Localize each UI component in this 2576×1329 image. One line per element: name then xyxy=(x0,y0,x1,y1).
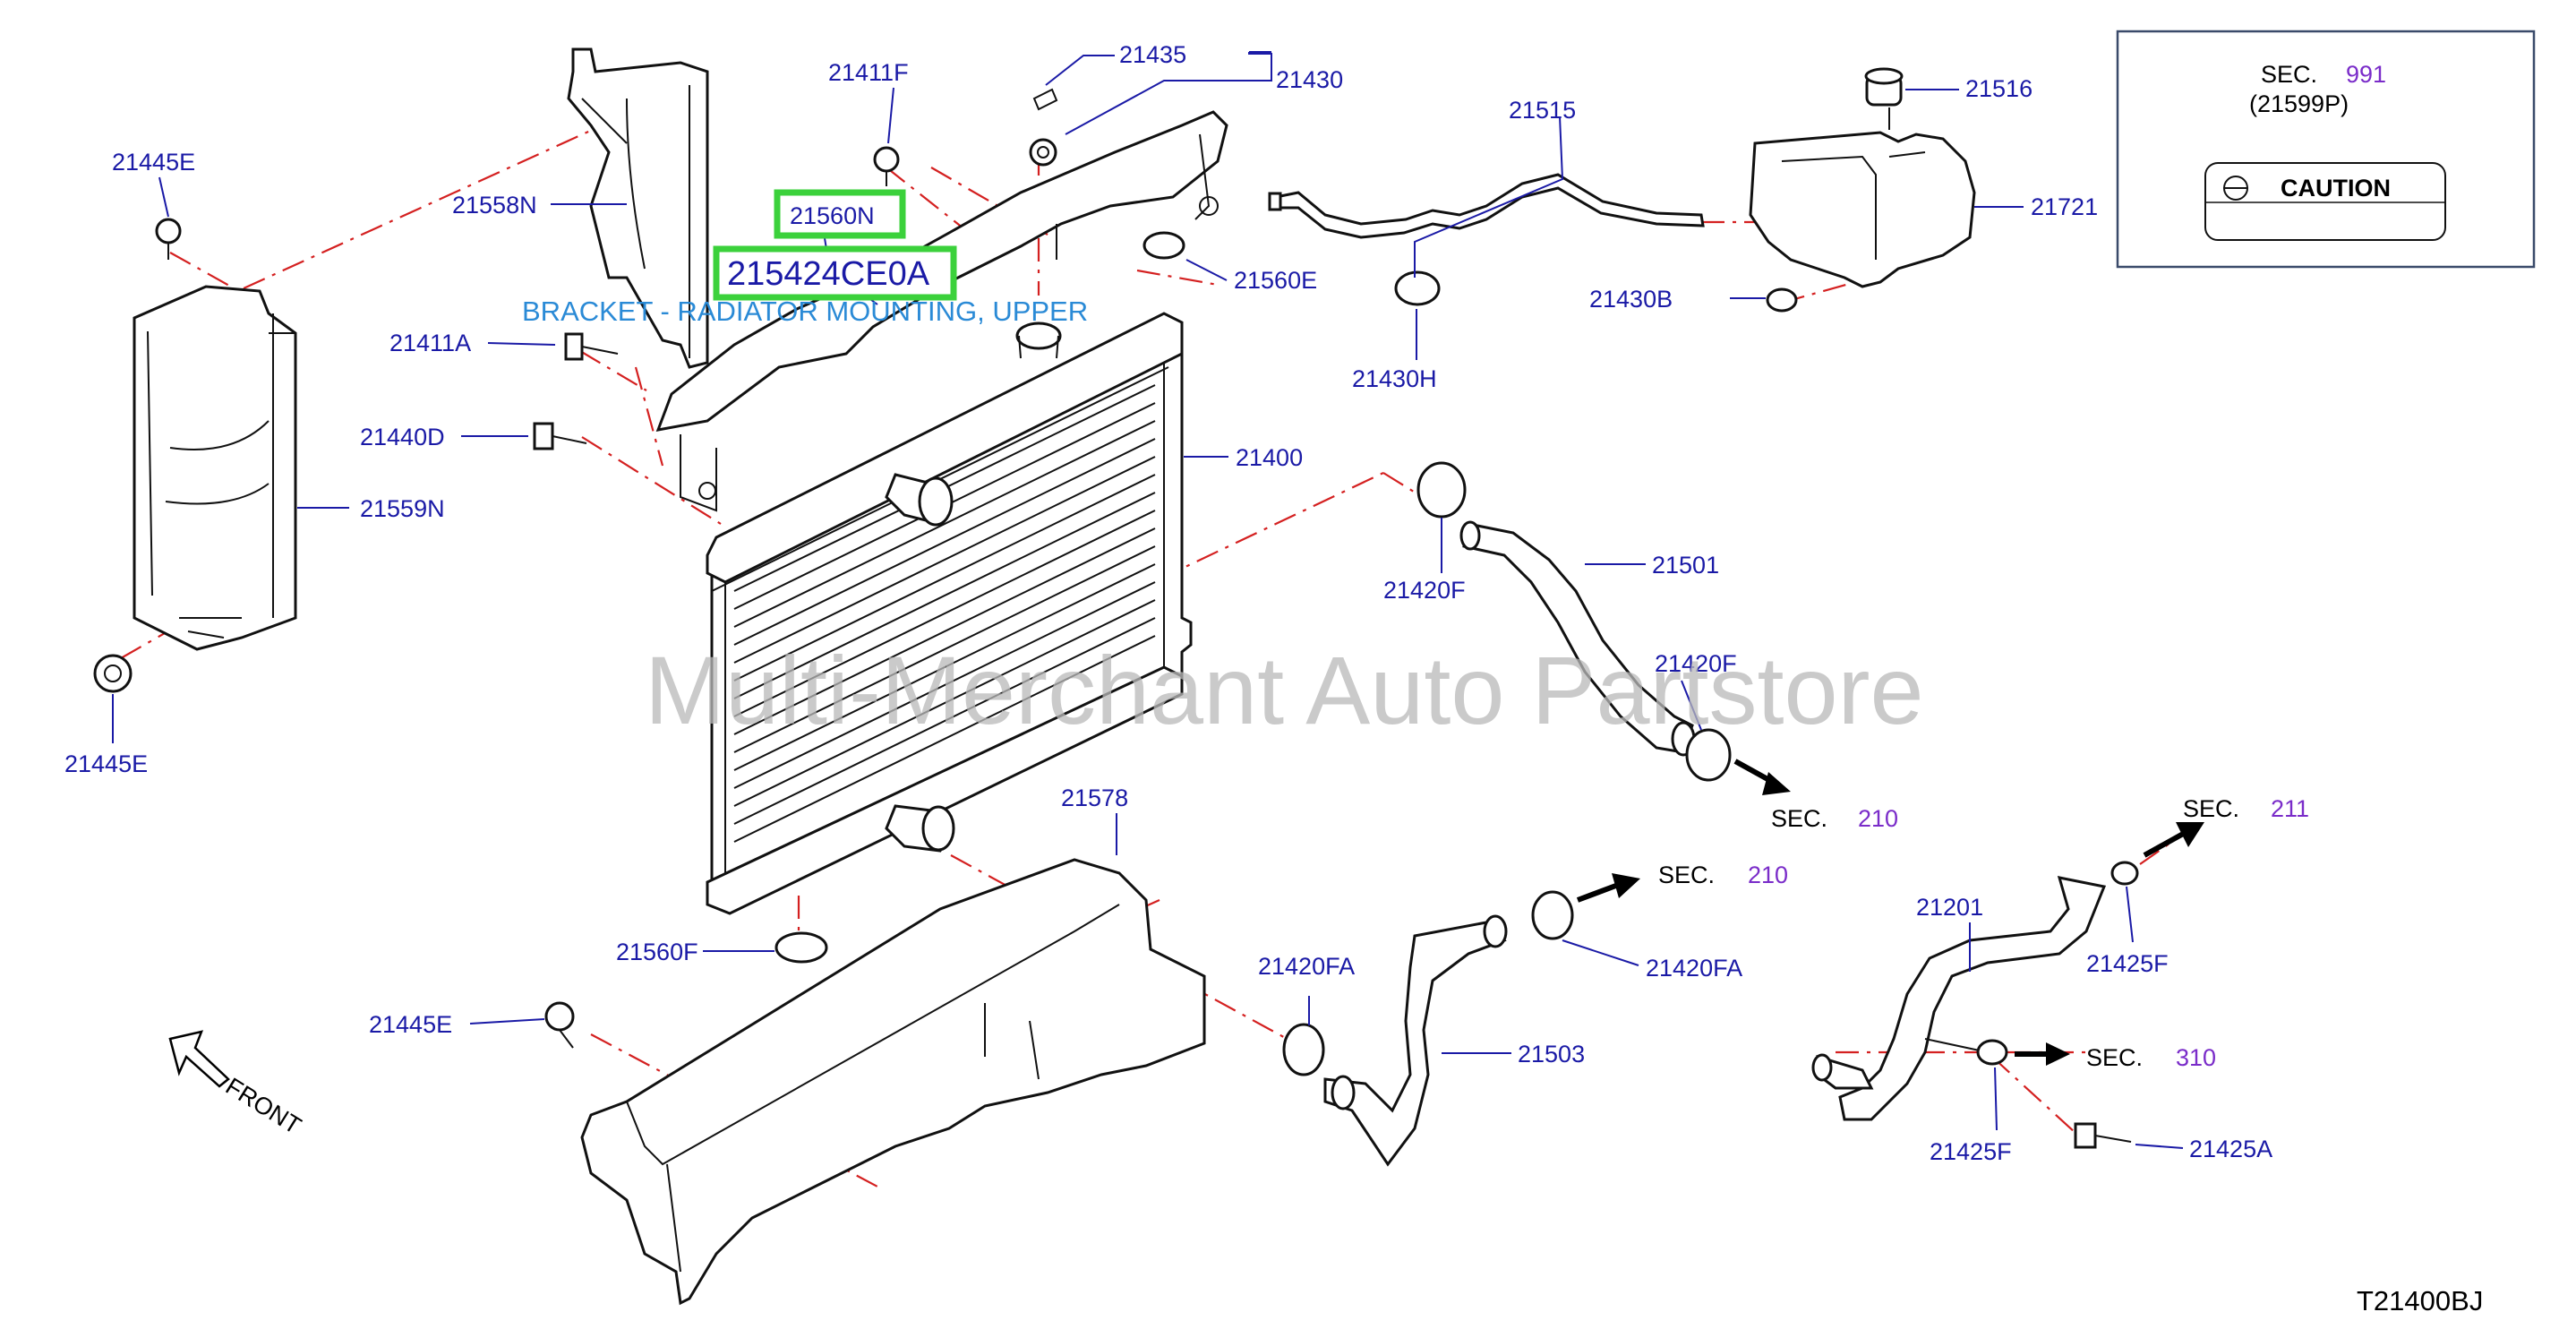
sec-word-211: SEC. xyxy=(2183,795,2239,822)
sec-word-210-b: SEC. xyxy=(1658,862,1715,888)
sec-num-210-a[interactable]: 210 xyxy=(1858,805,1898,832)
air-guide-21559N[interactable] xyxy=(133,285,297,651)
label-21420FA-b[interactable]: 21420FA xyxy=(1646,955,1742,982)
front-label: FRONT xyxy=(221,1073,306,1140)
label-21503[interactable]: 21503 xyxy=(1518,1041,1585,1067)
label-21558N[interactable]: 21558N xyxy=(452,192,537,219)
reservoir-tank-21721[interactable] xyxy=(1749,67,1976,288)
label-21425F-b[interactable]: 21425F xyxy=(1930,1138,2012,1165)
label-21440D[interactable]: 21440D xyxy=(360,424,445,450)
diagram-code: T21400BJ xyxy=(2357,1285,2483,1316)
caution-sec-num[interactable]: 991 xyxy=(2346,61,2386,88)
label-21445E-bottom[interactable]: 21445E xyxy=(369,1011,452,1038)
label-21430H[interactable]: 21430H xyxy=(1352,365,1437,392)
watermark: Multi-Merchant Auto Partstore xyxy=(645,636,1924,744)
label-21501[interactable]: 21501 xyxy=(1652,552,1719,579)
sec-num-211[interactable]: 211 xyxy=(2271,795,2309,822)
sec-num-310[interactable]: 310 xyxy=(2176,1044,2216,1071)
caution-box[interactable]: SEC. 991 (21599P) CAUTION xyxy=(2116,30,2536,269)
caution-sec-word: SEC. xyxy=(2261,61,2317,88)
label-21445E-left[interactable]: 21445E xyxy=(64,750,148,777)
label-21721[interactable]: 21721 xyxy=(2031,193,2098,220)
label-21445E-top[interactable]: 21445E xyxy=(112,149,195,176)
label-21578[interactable]: 21578 xyxy=(1061,785,1128,811)
lower-air-guide-21578[interactable] xyxy=(580,858,1206,1306)
radiator-core-21400[interactable] xyxy=(706,312,1193,915)
bracket-description: BRACKET - RADIATOR MOUNTING, UPPER xyxy=(522,296,1088,327)
section-arrows xyxy=(1576,759,2204,1066)
label-21411F[interactable]: 21411F xyxy=(828,59,909,86)
label-21559N[interactable]: 21559N xyxy=(360,495,445,522)
fasteners xyxy=(93,88,2139,1149)
highlighted-labels: 21560N 215424CE0A BRACKET - RADIATOR MOU… xyxy=(522,189,1088,327)
label-21560E[interactable]: 21560E xyxy=(1234,267,1317,294)
label-21400[interactable]: 21400 xyxy=(1236,444,1303,471)
label-21420F-b[interactable]: 21420F xyxy=(1655,650,1737,677)
lower-hose-21503[interactable] xyxy=(1323,914,1508,1167)
label-21430B[interactable]: 21430B xyxy=(1589,286,1673,313)
label-21425A[interactable]: 21425A xyxy=(2189,1136,2272,1162)
upper-hose-21501[interactable] xyxy=(1459,520,1696,757)
sec-word-210-a: SEC. xyxy=(1771,805,1827,832)
label-21516[interactable]: 21516 xyxy=(1965,75,2033,102)
caution-text: CAUTION xyxy=(2281,175,2391,201)
label-21560N[interactable]: 21560N xyxy=(790,202,875,229)
label-215424CE0A[interactable]: 215424CE0A xyxy=(727,255,930,293)
label-21515[interactable]: 21515 xyxy=(1509,97,1576,124)
air-guide-21558N[interactable] xyxy=(567,47,709,369)
label-21430[interactable]: 21430 xyxy=(1276,66,1343,93)
label-21560F[interactable]: 21560F xyxy=(616,939,698,965)
label-21411A[interactable]: 21411A xyxy=(389,330,471,356)
label-21425F-a[interactable]: 21425F xyxy=(2086,950,2169,977)
label-21420F-a[interactable]: 21420F xyxy=(1383,577,1466,604)
part-labels: 21445E 21558N 21411F 21435 21430 21560E … xyxy=(64,41,2272,1165)
front-arrow: FRONT xyxy=(168,1030,306,1140)
sec-num-210-b[interactable]: 210 xyxy=(1748,862,1788,888)
overflow-hose-21515[interactable] xyxy=(1268,173,1705,239)
leader-lines xyxy=(112,51,2271,1149)
label-21201[interactable]: 21201 xyxy=(1916,894,1983,921)
label-21420FA-a[interactable]: 21420FA xyxy=(1258,953,1355,980)
label-21435[interactable]: 21435 xyxy=(1119,41,1186,68)
section-references: SEC. 210 SEC. 210 SEC. 211 SEC. 310 xyxy=(1658,795,2309,1071)
sec-word-310: SEC. xyxy=(2086,1044,2143,1071)
caution-part-code: (21599P) xyxy=(2249,90,2349,117)
pipe-assembly-21201[interactable] xyxy=(1811,876,2107,1121)
